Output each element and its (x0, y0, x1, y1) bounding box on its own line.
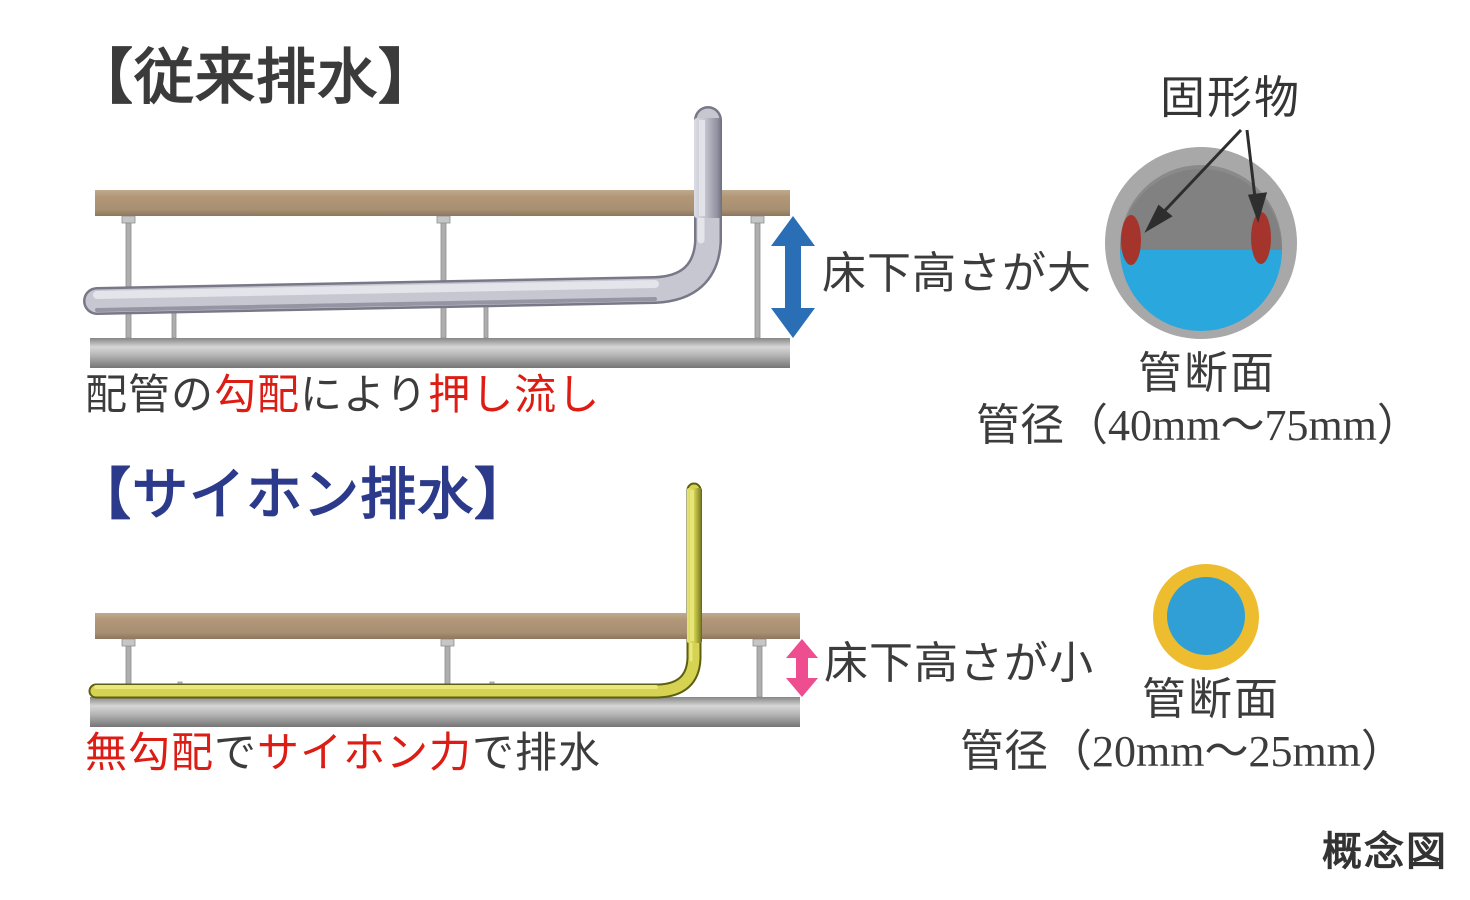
caption-part: 配管の (85, 373, 215, 419)
caption-part-emphasis: 勾配 (214, 373, 301, 419)
caption-part-emphasis: 無勾配 (85, 731, 215, 777)
conventional-slab (90, 338, 790, 368)
siphon-floor-board (95, 613, 800, 639)
siphon-title: 【サイホン排水】 (75, 465, 531, 527)
caption-part-emphasis: 押し流し (428, 373, 601, 419)
conventional-floor-board (95, 190, 790, 216)
caption-part: により (300, 373, 429, 419)
caption-part: で (214, 731, 258, 777)
pipe-water-full (1167, 577, 1245, 655)
solid-left (1121, 215, 1141, 265)
solid-right (1251, 212, 1271, 264)
siphon-section-label: 管断面 (1142, 675, 1280, 724)
conventional-height-label: 床下高さが大 (822, 249, 1092, 298)
concept-figure-note: 概念図 (1322, 830, 1448, 874)
siphon-diagram (88, 482, 818, 727)
solids-label: 固形物 (1160, 73, 1302, 123)
conventional-section-label: 管断面 (1138, 349, 1276, 398)
siphon-height-label: 床下高さが小 (824, 639, 1094, 688)
siphon-diameter-label: 管径（20mm～25mm） (960, 727, 1405, 776)
siphon-caption: 無勾配でサイホン力で排水 (85, 733, 601, 775)
solids-pointer-arrows (1144, 128, 1268, 233)
conventional-riser-through-floor (694, 118, 722, 218)
water-pool (1120, 250, 1282, 331)
caption-part: で排水 (472, 731, 602, 777)
underfloor-height-arrow-large (771, 216, 815, 338)
siphon-slab (90, 697, 800, 727)
siphon-riser-through-floor (687, 488, 702, 643)
conventional-cross-section (1105, 128, 1297, 339)
underfloor-height-arrow-small (786, 639, 818, 697)
caption-part-emphasis: サイホン力 (257, 731, 473, 777)
conventional-caption: 配管の勾配により押し流し (85, 375, 600, 417)
conventional-title: 【従来排水】 (73, 45, 439, 111)
conventional-diameter-label: 管径（40mm～75mm） (976, 401, 1421, 450)
conventional-diagram (83, 106, 815, 368)
pipe-interior-shadow (1120, 169, 1282, 250)
conventional-pipe (83, 106, 722, 315)
siphon-cross-section (1153, 564, 1259, 670)
siphon-pipe (88, 482, 702, 699)
